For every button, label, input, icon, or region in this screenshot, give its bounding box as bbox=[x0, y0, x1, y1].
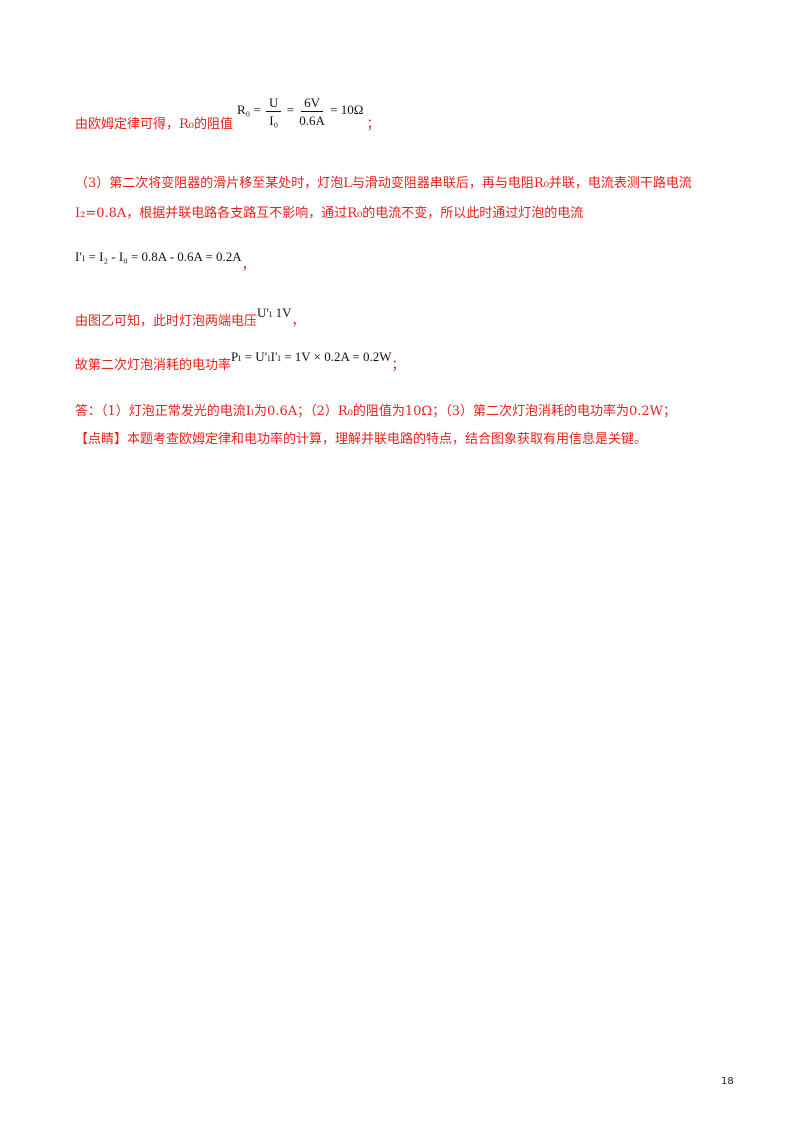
line-current-i2: I₂=0.8A，根据并联电路各支路互不影响，通过R₀的电流不变，所以此时通过灯泡… bbox=[75, 206, 584, 221]
line-lamp-voltage: 由图乙可知，此时灯泡两端电压U′ₗ 1V， bbox=[75, 305, 305, 329]
page-number: 18 bbox=[721, 1076, 734, 1087]
fraction-u-over-i0: U I₀ bbox=[266, 96, 282, 127]
line-commentary: 【点睛】本题考查欧姆定律和电功率的计算，理解并联电路的特点，结合图象获取有用信息… bbox=[75, 432, 648, 447]
formula-lamp-voltage: U′ₗ 1V bbox=[257, 305, 292, 320]
line-step3-intro: （3）第二次将变阻器的滑片移至某处时，灯泡L与滑动变阻器串联后，再与电阻R₀并联… bbox=[75, 176, 692, 191]
line-lamp-power: 故第二次灯泡消耗的电功率Pₗ = U′ₗI′ₗ = 1V × 0.2A = 0.… bbox=[75, 349, 405, 373]
line-r0-value: 由欧姆定律可得，R₀的阻值 R₀ = U I₀ = 6V 0.6A = 10Ω … bbox=[75, 95, 380, 133]
formula-r0: R₀ = U I₀ = 6V 0.6A = 10Ω bbox=[237, 95, 364, 128]
formula-lamp-current: I′ₗ = I₂ - I₀ = 0.8A - 0.6A = 0.2A bbox=[75, 249, 242, 264]
formula-lamp-power: Pₗ = U′ₗI′ₗ = 1V × 0.2A = 0.2W bbox=[231, 349, 392, 364]
text-r0-intro: 由欧姆定律可得，R₀的阻值 bbox=[75, 117, 233, 133]
line-answer: 答：（1）灯泡正常发光的电流Iₗ为0.6A；（2）R₀的阻值为10Ω；（3）第二… bbox=[75, 404, 677, 419]
line-lamp-current: I′ₗ = I₂ - I₀ = 0.8A - 0.6A = 0.2A， bbox=[75, 249, 255, 273]
fraction-6v-over-06a: 6V 0.6A bbox=[299, 95, 325, 128]
